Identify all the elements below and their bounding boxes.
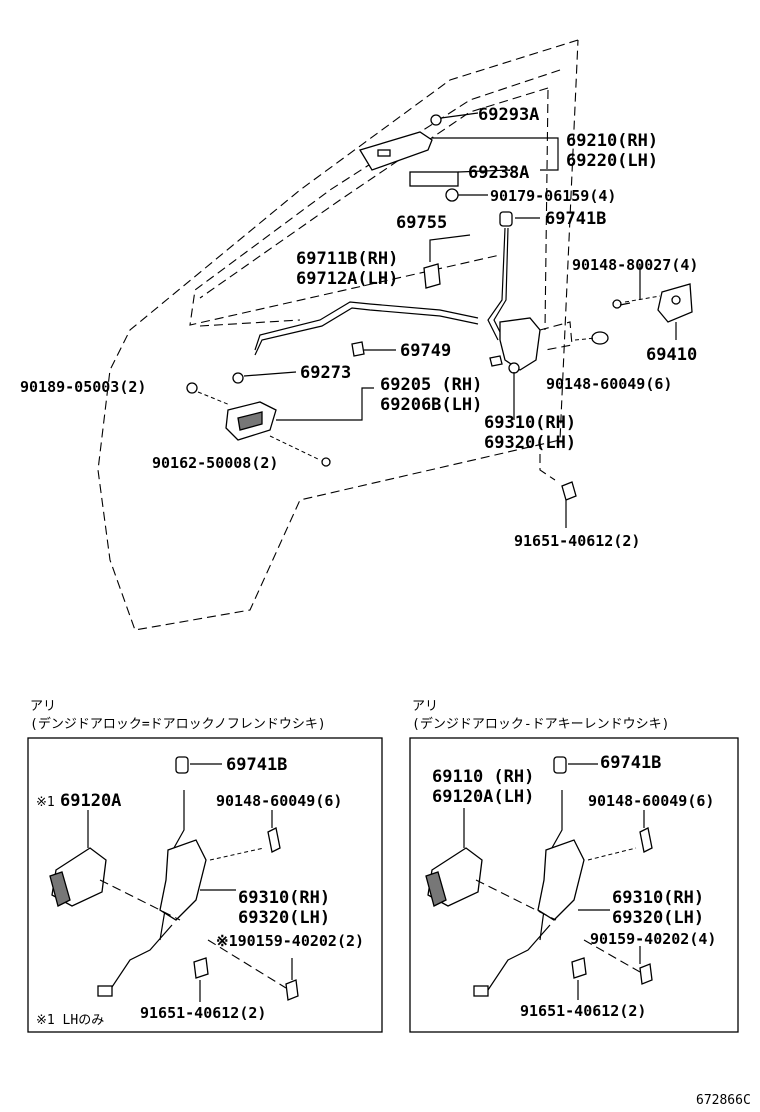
label-69310: 69310(RH) [484, 413, 576, 433]
door-lock-assembly [489, 317, 573, 481]
label-69220: 69220(LH) [566, 151, 658, 171]
label-69741B: 69741B [545, 209, 606, 229]
left-label-90159: ※190159-40202(2) [216, 932, 364, 950]
left-label-69741B: 69741B [226, 755, 287, 775]
label-69238A: 69238A [468, 163, 529, 183]
inside-handle-assembly [359, 112, 559, 202]
left-label-69310: 69310(RH) [238, 888, 330, 908]
figure-code: 672866C [696, 1093, 751, 1108]
label-69711B: 69711B(RH) [296, 249, 398, 269]
lock-knob-rod [487, 211, 540, 341]
left-footnote: ※1 LHのみ [36, 1013, 104, 1028]
left-mark: ※1 [36, 795, 55, 810]
left-label-69120A: 69120A [60, 791, 121, 811]
label-69410: 69410 [646, 345, 697, 365]
remote-control-rod [254, 234, 479, 356]
left-label-91651: 91651-40612(2) [140, 1004, 266, 1022]
left-heading-2: (デンジドアロック=ドアロックノフレンドウシキ) [30, 716, 326, 732]
label-69205: 69205 (RH) [380, 375, 482, 395]
right-label-90148-60049: 90148-60049(6) [588, 792, 714, 810]
right-label-69320: 69320(LH) [612, 908, 704, 928]
left-label-69320: 69320(LH) [238, 908, 330, 928]
right-label-90159: 90159-40202(4) [590, 930, 716, 948]
inside-handle-69205 [225, 387, 374, 467]
label-69210: 69210(RH) [566, 131, 658, 151]
label-69273: 69273 [300, 363, 351, 383]
right-heading-1: アリ [412, 699, 438, 714]
label-90148-60049: 90148-60049(6) [546, 375, 672, 393]
label-69206B: 69206B(LH) [380, 395, 482, 415]
label-69755: 69755 [396, 213, 447, 233]
left-label-90148-60049: 90148-60049(6) [216, 792, 342, 810]
clips [186, 341, 396, 406]
label-69293A: 69293A [478, 105, 539, 125]
striker-69410 [574, 265, 693, 345]
label-69712A: 69712A(LH) [296, 269, 398, 289]
right-label-69741B: 69741B [600, 753, 661, 773]
right-label-69120A: 69120A(LH) [432, 787, 534, 807]
label-91651: 91651-40612(2) [514, 532, 640, 550]
right-variant-box: アリ (デンジドアロック-ドアキーレンドウシキ) 69741B 69110 (R… [409, 699, 739, 1033]
right-label-91651: 91651-40612(2) [520, 1002, 646, 1020]
label-69749: 69749 [400, 341, 451, 361]
bolt-91651 [561, 481, 577, 528]
right-heading-2: (デンジドアロック-ドアキーレンドウシキ) [412, 716, 669, 732]
main-labels: 69293A 69210(RH) 69220(LH) 69238A 90179-… [20, 105, 698, 550]
label-69320: 69320(LH) [484, 433, 576, 453]
label-90179: 90179-06159(4) [490, 187, 616, 205]
left-variant-box: アリ (デンジドアロック=ドアロックノフレンドウシキ) 69741B ※1 69… [27, 699, 383, 1033]
right-label-69110: 69110 (RH) [432, 767, 534, 787]
left-heading-1: アリ [30, 699, 56, 714]
label-90162: 90162-50008(2) [152, 454, 278, 472]
label-90189: 90189-05003(2) [20, 378, 146, 396]
right-label-69310: 69310(RH) [612, 888, 704, 908]
label-90148-80027: 90148-80027(4) [572, 256, 698, 274]
